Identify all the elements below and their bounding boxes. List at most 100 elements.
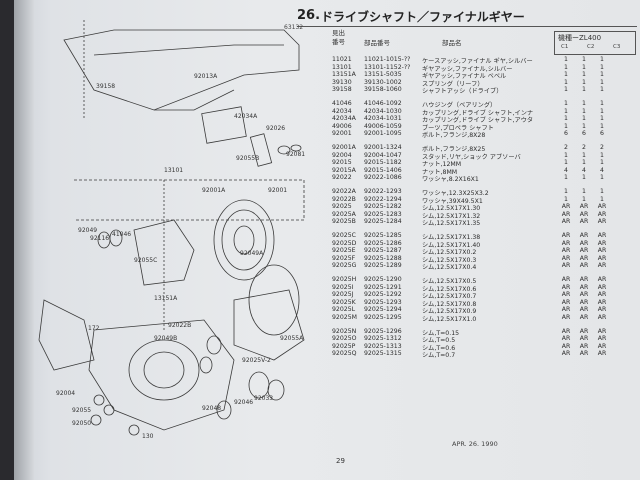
row-ref-number: 92025I — [332, 283, 354, 291]
row-qty-c3: 1 — [600, 71, 604, 79]
row-qty-c1: 1 — [564, 151, 568, 159]
row-ref-number: 92025A — [332, 210, 356, 218]
row-ref-number: 92025K — [332, 298, 356, 306]
row-qty-c3: 1 — [600, 174, 604, 182]
row-qty-c2: AR — [579, 335, 589, 343]
row-qty-c2: 1 — [582, 63, 586, 71]
row-part-number: 11021-1015-?? — [364, 56, 411, 63]
row-part-number: 42034-1030 — [364, 107, 402, 115]
row-part-number: 92025-1284 — [364, 218, 402, 226]
row-description: シム,12.5X17X1.32 — [422, 212, 481, 220]
row-part-number: 92004-1047 — [364, 151, 402, 159]
row-part-number: 92025-1312 — [364, 335, 402, 343]
row-part-number: 92025-1290 — [364, 276, 402, 283]
row-qty-c3: 1 — [600, 100, 604, 107]
row-description: ケースアッシ,ファイナル ギヤ,シルバー — [422, 58, 533, 65]
row-ref-number: 92025F — [332, 254, 356, 262]
row-description: ブーツ,プロペラ シャフト — [422, 124, 494, 132]
row-qty-c2: AR — [579, 218, 589, 226]
svg-text:39158: 39158 — [96, 83, 115, 90]
row-description: シム,T=0.6 — [422, 344, 456, 352]
row-part-number: 49006-1059 — [364, 122, 402, 130]
row-part-number: 92025-1288 — [364, 254, 402, 262]
row-description: シム,12.5X17X0.7 — [422, 293, 477, 301]
row-qty-c2: AR — [579, 306, 589, 314]
row-qty-c2: AR — [579, 350, 589, 358]
row-qty-c3: 1 — [600, 63, 604, 71]
row-part-number: 92022-1086 — [364, 174, 402, 182]
row-qty-c1: AR — [561, 247, 571, 255]
row-ref-number: 92025B — [332, 218, 356, 226]
section-title: ドライブシャフト／ファイナルギヤー — [321, 10, 525, 24]
row-ref-number: 92015A — [332, 166, 356, 174]
row-qty-c3: AR — [597, 350, 607, 358]
row-qty-c1: AR — [561, 327, 571, 335]
row-ref-number: 11021 — [332, 56, 352, 63]
row-qty-c1: AR — [561, 262, 571, 270]
row-qty-c3: AR — [597, 203, 607, 211]
row-qty-c3: 1 — [600, 115, 604, 123]
row-qty-c1: 1 — [564, 115, 568, 123]
row-qty-c3: AR — [597, 239, 607, 247]
row-ref-number: 49006 — [332, 122, 352, 130]
row-ref-number: 13151A — [332, 71, 356, 79]
row-description: カップリング,ドライブ シャフト,アウタ — [422, 117, 534, 125]
row-part-number: 92022-1293 — [364, 188, 402, 195]
row-qty-c1: AR — [561, 239, 571, 247]
row-description: ナット,8MM — [422, 168, 458, 176]
row-qty-c1: 1 — [564, 107, 568, 115]
model-label: 機種ーZL400 — [558, 34, 602, 42]
row-ref-number: 92025N — [332, 327, 357, 335]
binding-spine — [14, 0, 34, 480]
row-qty-c1: 2 — [564, 144, 568, 151]
row-part-number: 92025-1287 — [364, 247, 402, 255]
row-description: カップリング,ドライブ シャフト,インナ — [422, 109, 534, 117]
row-part-number: 92025-1289 — [364, 262, 402, 270]
row-description: ハウジング（ベアリング） — [422, 102, 497, 109]
exploded-parts-diagram: 39158 92013A 42034A 92026 92055B 92081 1… — [38, 20, 305, 440]
row-qty-c2: 1 — [582, 107, 586, 115]
row-part-number: 92025-1293 — [364, 298, 402, 306]
row-part-number: 41046-1092 — [364, 100, 402, 107]
row-qty-c3: AR — [597, 298, 607, 306]
row-ref-number: 13101 — [332, 63, 352, 71]
row-part-number: 92025-1313 — [364, 342, 402, 350]
row-description: シム,12.5X17X1.40 — [422, 241, 481, 249]
row-ref-number: 92025 — [332, 203, 352, 211]
row-description: ワッシャ,12.3X25X3.2 — [422, 190, 489, 197]
row-qty-c1: AR — [561, 276, 571, 283]
row-part-number: 13151-5035 — [364, 71, 402, 79]
row-qty-c2: 1 — [582, 78, 586, 86]
model-col-2: C2 — [587, 44, 595, 50]
row-description: スタッド,リヤ,ショック アブソーバ — [422, 153, 521, 161]
row-qty-c3: AR — [597, 247, 607, 255]
row-description: ギヤアッシ,ファイナル,シルバー — [422, 65, 513, 73]
svg-text:92026: 92026 — [266, 125, 285, 132]
row-qty-c2: AR — [579, 239, 589, 247]
row-qty-c1: AR — [561, 210, 571, 218]
row-description: シム,12.5X17X0.9 — [422, 308, 477, 316]
row-description: シム,12.5X17X0.6 — [422, 285, 477, 293]
row-description: シム,T=0.15 — [422, 329, 460, 337]
row-ref-number: 92004 — [332, 151, 352, 159]
header-rule — [297, 26, 637, 27]
row-description: シム,T=0.7 — [422, 352, 456, 360]
row-ref-number: 92025D — [332, 239, 357, 247]
row-ref-number: 39130 — [332, 78, 352, 86]
row-qty-c2: 1 — [582, 56, 586, 63]
row-qty-c3: 1 — [600, 86, 604, 94]
row-qty-c2: 1 — [582, 195, 586, 203]
row-qty-c1: 1 — [564, 56, 568, 63]
model-col-1: C1 — [561, 44, 569, 50]
row-description: シム,12.5X17X0.5 — [422, 278, 477, 285]
row-part-number: 92022-1294 — [364, 195, 402, 203]
row-qty-c2: AR — [579, 291, 589, 299]
row-qty-c1: 1 — [564, 159, 568, 167]
row-ref-number: 92025E — [332, 247, 356, 255]
row-qty-c2: AR — [579, 314, 589, 321]
section-number: 26. — [297, 8, 321, 23]
row-description: シム,12.5X17X1.38 — [422, 234, 481, 241]
col-header-description: 部品名 — [442, 39, 462, 47]
row-qty-c1: 1 — [564, 100, 568, 107]
row-qty-c1: 4 — [564, 166, 568, 174]
